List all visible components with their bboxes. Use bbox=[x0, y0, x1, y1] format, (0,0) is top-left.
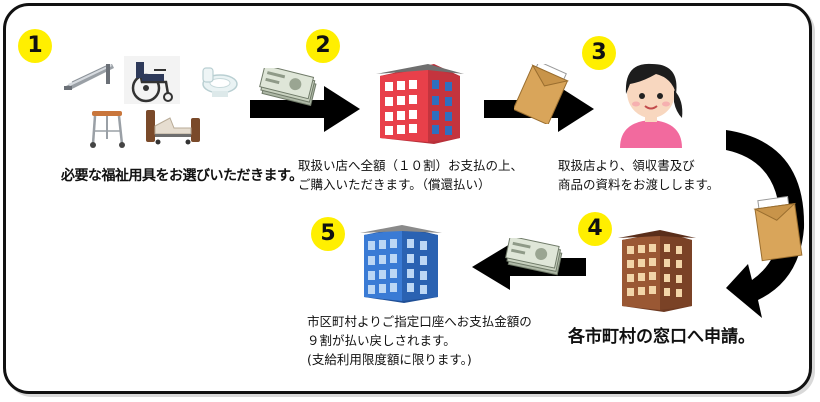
step-3-text: 取扱店より、領収書及び 商品の資料をお渡しします。 bbox=[558, 156, 719, 194]
step-2-badge: 2 bbox=[306, 29, 340, 63]
flow-diagram-frame: 1 bbox=[3, 3, 812, 394]
step-3-line-2: 商品の資料をお渡しします。 bbox=[558, 177, 720, 192]
staff-woman-icon bbox=[620, 63, 683, 148]
step-5-line-3: (支給利用限度額に限ります。) bbox=[307, 352, 472, 367]
step-5-badge: 5 bbox=[311, 217, 345, 251]
office-building-icon bbox=[618, 230, 696, 312]
step-5-text: 市区町村よりご指定口座へお支払金額の ９割が払い戻しされます。 (支給利用限度額… bbox=[307, 312, 532, 369]
banknotes-icon bbox=[259, 68, 317, 107]
step-5-line-2: ９割が払い戻しされます。 bbox=[307, 333, 456, 348]
wheelchair-icon bbox=[124, 56, 180, 104]
step-2-line-1: 取扱い店へ全額（１０割）お支払の上、 bbox=[298, 158, 524, 173]
step-1-text: 必要な福祉用具をお選びいただきます。 bbox=[61, 168, 303, 184]
banknotes-icon bbox=[505, 238, 563, 276]
walker-icon bbox=[90, 111, 125, 148]
step-3-line-1: 取扱店より、領収書及び bbox=[558, 158, 695, 173]
city-hall-building-icon bbox=[360, 225, 442, 303]
step-1-badge: 1 bbox=[18, 29, 52, 63]
step-2-text: 取扱い店へ全額（１０割）お支払の上、 ご購入いただきます。（償還払い） bbox=[298, 156, 523, 194]
step-2-line-2: ご購入いただきます。（償還払い） bbox=[298, 177, 491, 192]
envelope-icon bbox=[753, 196, 803, 262]
shop-building-icon bbox=[376, 64, 464, 144]
step-4-text: 各市町村の窓口へ申請。 bbox=[568, 327, 755, 347]
step-3-badge: 3 bbox=[582, 36, 616, 70]
toilet-seat-icon bbox=[202, 67, 238, 97]
step-5-line-1: 市区町村よりご指定口座へお支払金額の bbox=[307, 314, 532, 329]
step-4-badge: 4 bbox=[578, 212, 612, 246]
envelope-icon bbox=[514, 64, 570, 124]
ramp-icon bbox=[64, 64, 114, 90]
flow-arrow-3-to-4 bbox=[726, 130, 805, 318]
care-bed-icon bbox=[146, 110, 200, 145]
flow-arrow-1-to-2 bbox=[250, 86, 360, 132]
